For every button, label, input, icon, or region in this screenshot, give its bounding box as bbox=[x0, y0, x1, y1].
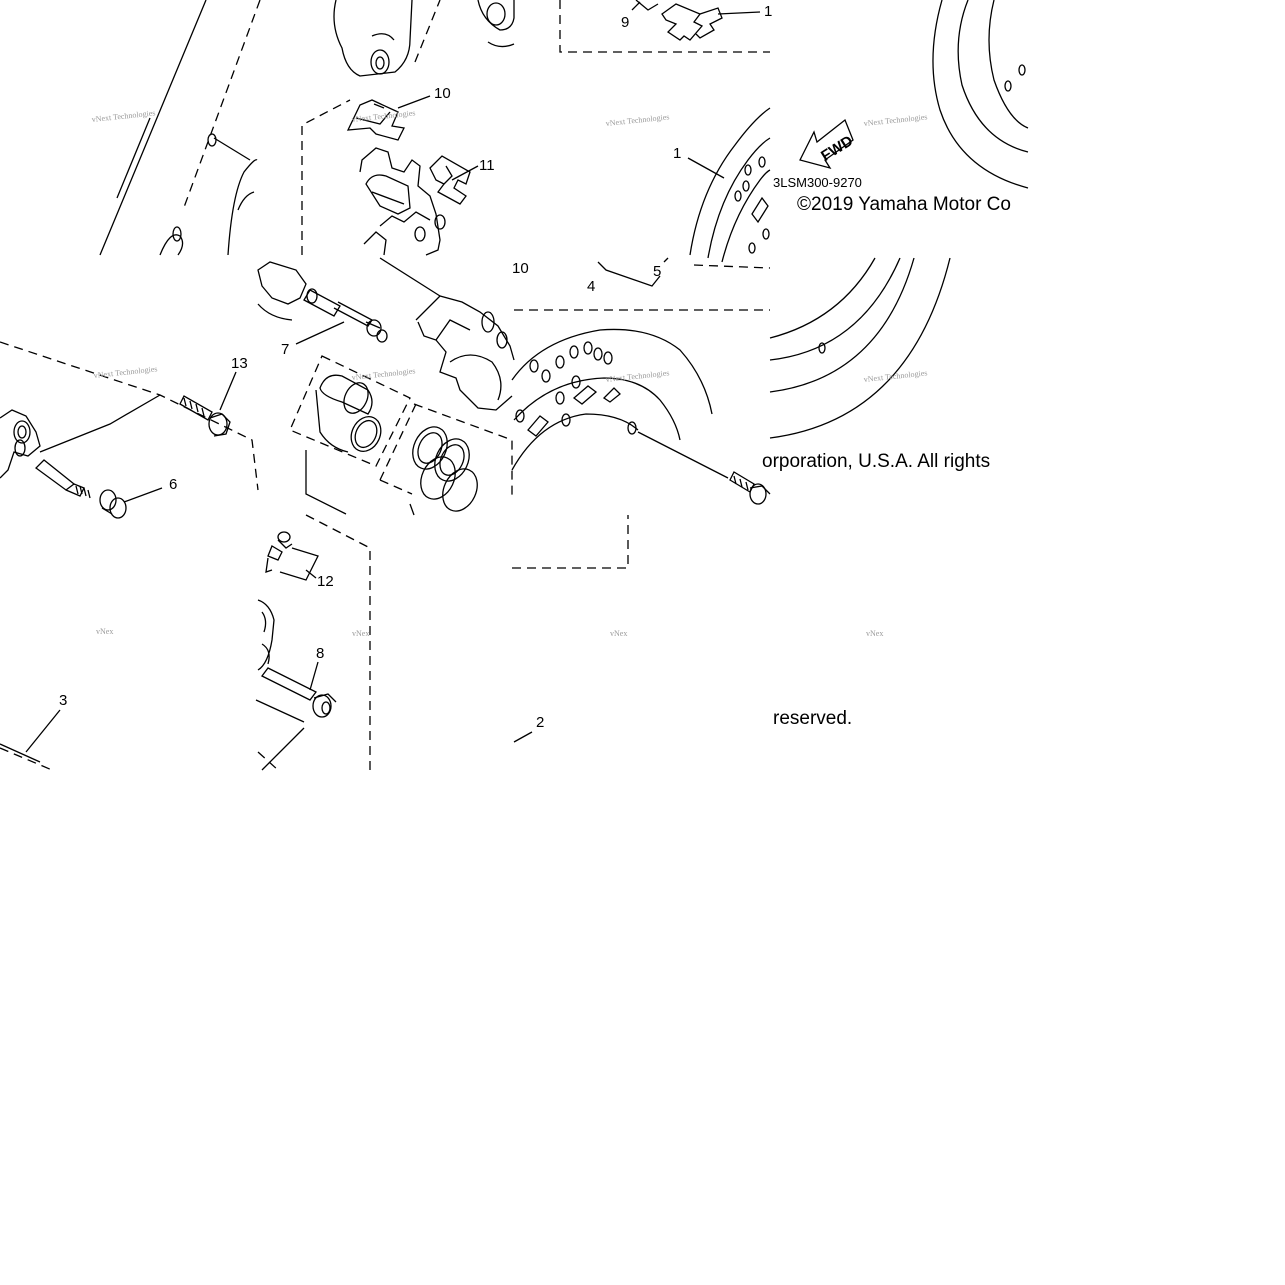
piston-kit-box bbox=[289, 355, 513, 500]
callout-11: 11 bbox=[479, 157, 495, 174]
brake-disc-face-drawing bbox=[932, 0, 1029, 189]
brake-disc-2-drawing bbox=[511, 328, 713, 471]
caliper-top-drawing bbox=[333, 0, 515, 77]
watermark: vNext Technologies bbox=[863, 112, 928, 128]
callout-1-top: 1 bbox=[764, 3, 772, 20]
callout-4: 4 bbox=[587, 278, 595, 295]
brake-disc-1-drawing bbox=[689, 107, 771, 269]
callout-12: 12 bbox=[317, 573, 334, 590]
caliper-lower-drawing bbox=[257, 599, 275, 671]
bleed-bolt-7-drawing bbox=[303, 288, 388, 343]
bolt-8-drawing bbox=[261, 667, 337, 718]
callout-6: 6 bbox=[169, 476, 177, 493]
watermark: vNext Technologies bbox=[93, 364, 158, 380]
bleed-screw-12-drawing bbox=[265, 531, 319, 581]
callout-7: 7 bbox=[281, 341, 289, 358]
watermark: vNext Technologies bbox=[605, 368, 670, 384]
watermark: vNext Technologies bbox=[351, 108, 416, 124]
copyright-line-2: orporation, U.S.A. All rights bbox=[762, 451, 990, 472]
front-fork-drawing bbox=[99, 0, 261, 256]
pad-clip-9-drawing bbox=[559, 0, 770, 53]
watermark: vNext Technologies bbox=[605, 112, 670, 128]
pin-boot-6-drawing bbox=[99, 489, 127, 519]
watermark-short: vNex bbox=[610, 629, 627, 638]
watermark-short: vNex bbox=[866, 629, 883, 638]
diagram-code: 3LSM300-9270 bbox=[773, 175, 862, 190]
callout-1: 1 bbox=[673, 145, 681, 162]
caliper-body-drawing bbox=[257, 261, 770, 411]
watermark: vNext Technologies bbox=[863, 368, 928, 384]
copyright-line-1: ©2019 Yamaha Motor Co bbox=[797, 194, 1011, 215]
lower-leaders bbox=[255, 699, 305, 771]
brake-pads-drawing bbox=[359, 147, 446, 256]
piston-seals-drawing bbox=[412, 426, 478, 512]
callout-10-mid: 10 bbox=[512, 260, 529, 277]
watermark: vNext Technologies bbox=[351, 366, 416, 382]
callout-3: 3 bbox=[59, 692, 67, 709]
disc-bolt-drawing bbox=[637, 431, 771, 505]
copyright-line-3: reserved. bbox=[773, 708, 852, 729]
watermark: vNext Technologies bbox=[91, 108, 156, 124]
callout-13: 13 bbox=[231, 355, 248, 372]
bolt-13-drawing bbox=[179, 395, 231, 437]
pistons-drawing bbox=[315, 374, 382, 453]
callout-leaders bbox=[25, 1, 761, 753]
callout-2: 2 bbox=[536, 714, 544, 731]
fwd-arrow: FWD bbox=[799, 118, 856, 170]
lower-bracket-drawing bbox=[0, 743, 53, 771]
pad-kit-box bbox=[301, 99, 351, 255]
watermark-short: vNex bbox=[96, 627, 113, 636]
callout-10-top: 10 bbox=[434, 85, 451, 102]
callout-labels: 10 11 9 1 1 10 4 5 7 13 6 12 8 3 2 bbox=[59, 3, 772, 731]
slide-pin-drawing bbox=[35, 459, 91, 499]
callout-5: 5 bbox=[653, 263, 661, 280]
caliper-bracket-drawing bbox=[0, 341, 259, 491]
pad-spring-10-drawing bbox=[346, 99, 405, 141]
callout-9: 9 bbox=[621, 14, 629, 31]
watermark-short: vNex bbox=[352, 629, 369, 638]
pad-shim-11-drawing bbox=[429, 155, 471, 205]
brake-disc-face-lower-drawing bbox=[769, 257, 951, 439]
callout-8: 8 bbox=[316, 645, 324, 662]
caliper-lower-box bbox=[305, 514, 629, 770]
